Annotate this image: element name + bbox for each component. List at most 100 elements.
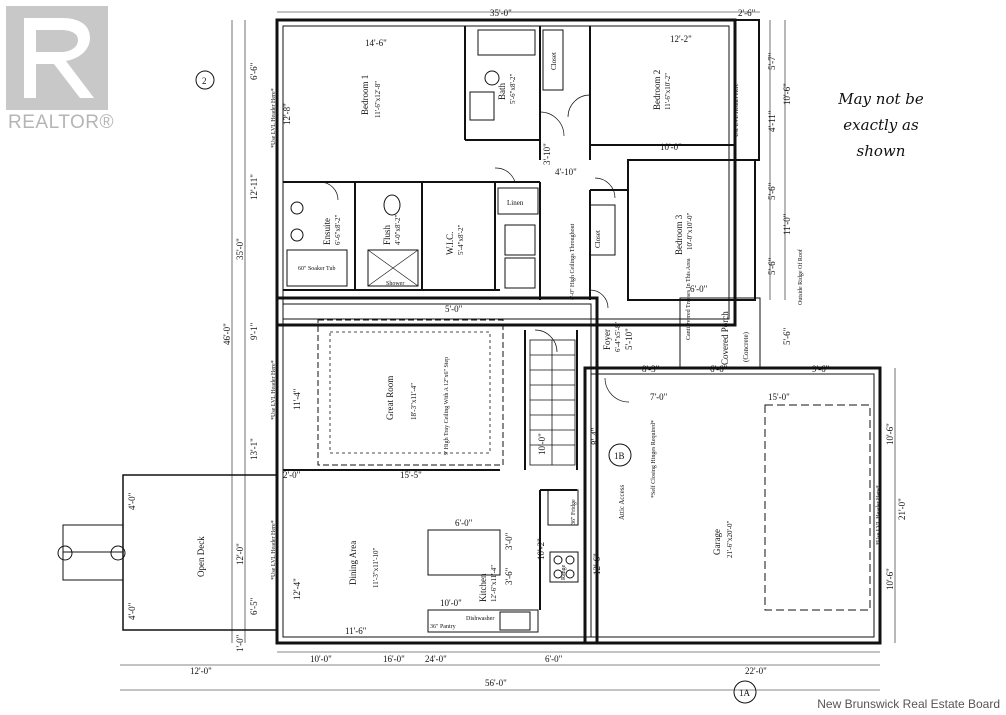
dim-g1: 10'-6"	[885, 423, 895, 445]
closet-br2	[542, 29, 564, 91]
room-label-ensuite: Ensuite	[322, 218, 332, 245]
flush-toilet-icon	[383, 194, 401, 216]
closet-br3	[589, 204, 616, 256]
dim-g7: 8'-3"	[642, 364, 660, 374]
room-size-bedroom1: 11'-6"x12'-8"	[374, 81, 382, 118]
range-burner	[553, 555, 563, 565]
dim-g6: 6'-6"	[710, 364, 728, 374]
room-size-ensuite: 6'-6"x8'-2"	[334, 214, 342, 245]
kitchen-sink	[499, 611, 531, 631]
door-swings	[319, 94, 630, 403]
vanity-icon	[469, 91, 495, 121]
fridge-icon	[547, 489, 579, 526]
toilet-icon	[484, 70, 500, 86]
dim-g2: 21'-0"	[897, 498, 907, 520]
ensuite-sink	[290, 228, 304, 242]
dim-h2: 5'-10"	[624, 328, 634, 350]
handwritten-note: May not be exactly as shown	[826, 86, 936, 164]
room-size-great: 18'-3"x11'-4"	[410, 383, 418, 420]
dim-h4: 3'-10"	[542, 143, 552, 165]
room-label-bath: Bath	[497, 83, 507, 100]
room-size-dining: 11'-3"x11'-10"	[372, 547, 380, 588]
note-line-3: shown	[856, 142, 906, 160]
room-size-garage: 21'-6"x20'-0"	[726, 520, 734, 558]
range-burner	[565, 569, 575, 579]
room-label-bedroom1: Bedroom 1	[360, 75, 370, 115]
dim-top-right: 2'-6"	[738, 8, 756, 18]
kitchen-counter	[427, 609, 539, 633]
dim-l6: 12'-0"	[235, 543, 245, 565]
dim-k1: 10'-2"	[536, 538, 546, 560]
note-range: Range	[561, 564, 567, 580]
room-label-deck: Open Deck	[196, 536, 206, 577]
room-sub-porch: (Concrete)	[742, 331, 750, 362]
note-ceilings: 8'-0" High Ceilings Throughout	[570, 223, 576, 300]
note-tray-ceiling: 9' High Tray Ceiling With A 12"x6" Step	[444, 357, 450, 455]
dim-g4: 15'-0"	[768, 392, 790, 402]
dim-l5: 13'-1"	[249, 438, 259, 460]
dim-k3: 3'-6"	[504, 567, 514, 585]
note-fridge: 36" Fridge	[571, 499, 577, 525]
dim-bottom-house: 24'-0"	[425, 654, 447, 664]
dim-d1: 11'-6"	[345, 626, 367, 636]
dim-h5: 6'-0"	[690, 284, 708, 294]
dim-br2-width: 12'-2"	[670, 34, 692, 44]
dim-h1: 10'-0"	[660, 142, 682, 152]
dim-l3: 12'-11"	[249, 174, 259, 200]
dim-r2: 10'-6"	[782, 83, 792, 105]
dim-l9: 11'-4"	[292, 388, 302, 410]
section-markers	[57, 70, 757, 704]
room-size-wic: 5'-4"x8'-2"	[457, 224, 465, 255]
dim-k4: 6'-0"	[455, 518, 473, 528]
note-self-closing: *Self Closing Hinges Required*	[650, 420, 657, 498]
tray-ceiling-inner	[329, 331, 491, 454]
dim-br1-width: 14'-6"	[365, 38, 387, 48]
dim-bottom-c: 6'-0"	[545, 654, 563, 664]
dim-r5: 11'-0"	[782, 213, 792, 235]
note-lvl-header-4: *Use LVL Header Here*	[734, 80, 740, 140]
room-label-closet: Closet	[594, 230, 602, 248]
dim-g5: 9'-6"	[812, 364, 830, 374]
note-lvl-header-5: *Use LVL Header Here*	[876, 485, 882, 545]
marker-label: 1A	[739, 688, 751, 698]
ensuite-sink	[290, 201, 304, 215]
dim-l7: 6'-5"	[249, 597, 259, 615]
kitchen-island	[427, 529, 501, 576]
room-label-great: Great Room	[385, 376, 395, 420]
dim-g10: 8'-4"	[590, 427, 600, 445]
room-size-flush: 4'-0"x8'-2"	[394, 214, 402, 245]
note-lvl-header-2: *Use LVL Header Here*	[271, 360, 277, 420]
dim-l10: 12'-4"	[292, 578, 302, 600]
dim-l8: 1'-0"	[235, 634, 245, 652]
room-size-bath: 5'-6"x8'-2"	[509, 73, 517, 104]
dim-bottom-deck: 12'-0"	[190, 666, 212, 676]
room-size-bedroom3: 10'-0"x10'-0"	[686, 212, 694, 250]
dim-d2: 15'-5"	[400, 470, 422, 480]
room-label-linen: Linen	[507, 199, 524, 207]
garage-door-outline	[764, 404, 871, 611]
note-dishwasher: Dishwasher	[466, 616, 494, 622]
dim-r6: 5'-6"	[767, 257, 777, 275]
dim-k2: 3'-0"	[504, 532, 514, 550]
dim-bottom-a: 10'-0"	[310, 654, 332, 664]
note-pantry: 36" Pantry	[430, 624, 456, 630]
tray-ceiling-outline	[317, 319, 504, 466]
room-label-bedroom3: Bedroom 3	[674, 214, 684, 255]
note-line-1: May not be	[838, 90, 924, 108]
dim-bottom-total: 56'-0"	[485, 678, 507, 688]
dim-d4: 4'-0"	[127, 492, 137, 510]
ensuite-tub-icon	[286, 249, 348, 287]
dim-r7: 5'-6"	[782, 327, 792, 345]
dim-l1: 6'-6"	[249, 62, 259, 80]
dim-h6: 5'-0"	[445, 304, 463, 314]
dim-left-overall: 46'-0"	[222, 323, 232, 345]
washer-icon	[504, 224, 536, 256]
dim-bottom-b: 16'-0"	[383, 654, 405, 664]
dim-d5: 4'-0"	[127, 602, 137, 620]
note-lvl-header-3: *Use LVL Header Here*	[271, 520, 277, 580]
dim-g3: 10'-6"	[885, 568, 895, 590]
linen-shelf	[497, 187, 539, 215]
dim-r3: 4'-11"	[767, 110, 777, 132]
room-size-bedroom2: 11'-6"x10'-2"	[664, 73, 672, 110]
